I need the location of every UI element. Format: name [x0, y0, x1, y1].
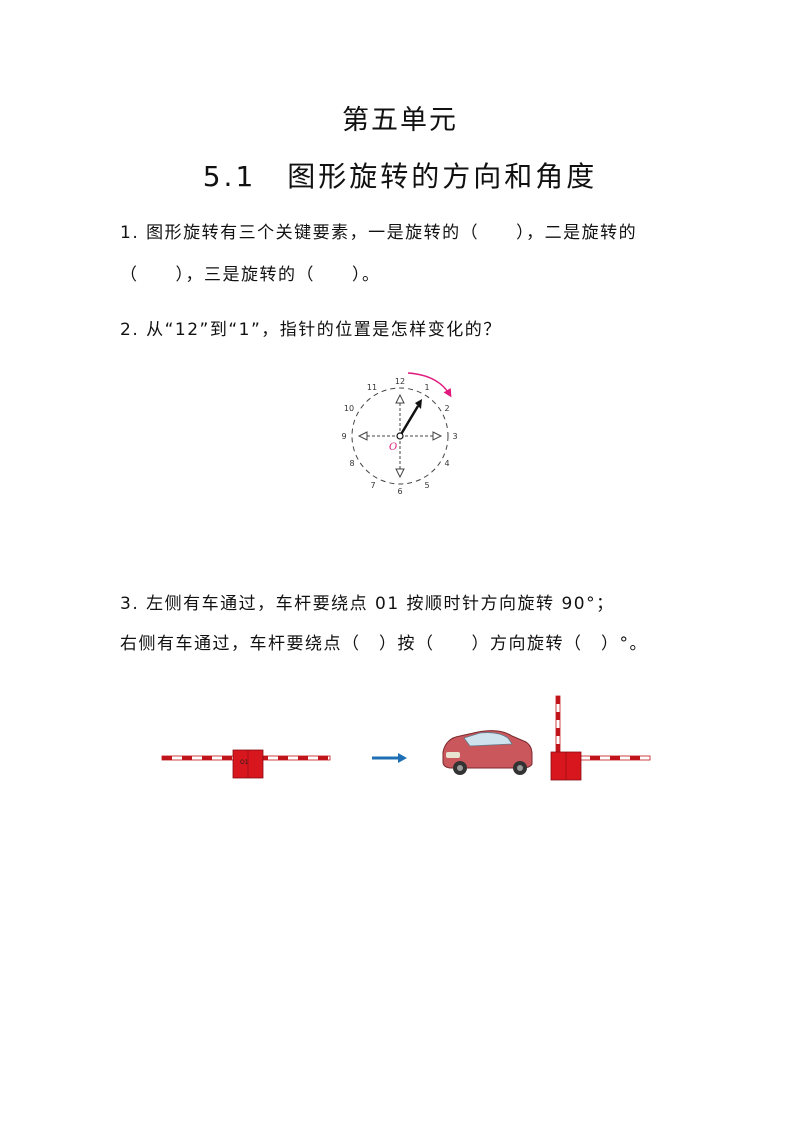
clock-number-7: 7 — [370, 481, 375, 490]
question-2: 2. 从“12”到“1”，指针的位置是怎样变化的？ — [120, 320, 502, 340]
clock-number-10: 10 — [344, 404, 354, 413]
clock-number-12: 12 — [395, 377, 405, 386]
transition-arrow-icon — [372, 753, 407, 763]
clock-hand — [398, 405, 420, 437]
pivot-point — [396, 432, 404, 440]
clock-number-1: 1 — [424, 383, 429, 392]
clock-numbers: 12 1 2 3 4 5 6 7 8 9 10 11 — [341, 377, 457, 496]
clock-number-9: 9 — [341, 432, 346, 441]
left-barrier: O1 — [161, 749, 331, 779]
clock-hand-head — [415, 399, 422, 409]
clock-number-5: 5 — [424, 481, 429, 490]
dashed-arrowheads — [357, 393, 443, 479]
clock-number-2: 2 — [444, 404, 449, 413]
clock-number-4: 4 — [444, 459, 449, 468]
question-3-line-1: 3. 左侧有车通过，车杆要绕点 01 按顺时针方向旋转 90°； — [120, 594, 615, 614]
dashed-axes — [365, 401, 435, 471]
left-gate-label: O1 — [240, 759, 249, 766]
clock-number-6: 6 — [397, 487, 402, 496]
lesson-title: 5.1 图形旋转的方向和角度 — [202, 160, 598, 193]
clock-number-3: 3 — [452, 432, 457, 441]
clock-figure: 12 1 2 3 4 5 6 7 8 9 10 11 O — [330, 365, 470, 500]
barrier-figure: O1 — [160, 690, 660, 790]
clock-number-8: 8 — [349, 459, 354, 468]
right-barrier — [550, 695, 651, 781]
clock-number-11: 11 — [367, 383, 377, 392]
car-icon — [442, 730, 533, 775]
question-3-line-2: 右侧有车通过，车杆要绕点（ ）按（ ）方向旋转（ ）°。 — [120, 634, 648, 654]
clock-dial — [351, 387, 449, 485]
unit-title: 第五单元 — [342, 105, 458, 136]
question-1-line-1: 1. 图形旋转有三个关键要素，一是旋转的（ ），二是旋转的 — [120, 223, 638, 243]
rotation-arrow — [407, 372, 452, 398]
question-1-line-2: （ ），三是旋转的（ ）。 — [120, 265, 381, 285]
center-label: O — [389, 442, 397, 453]
